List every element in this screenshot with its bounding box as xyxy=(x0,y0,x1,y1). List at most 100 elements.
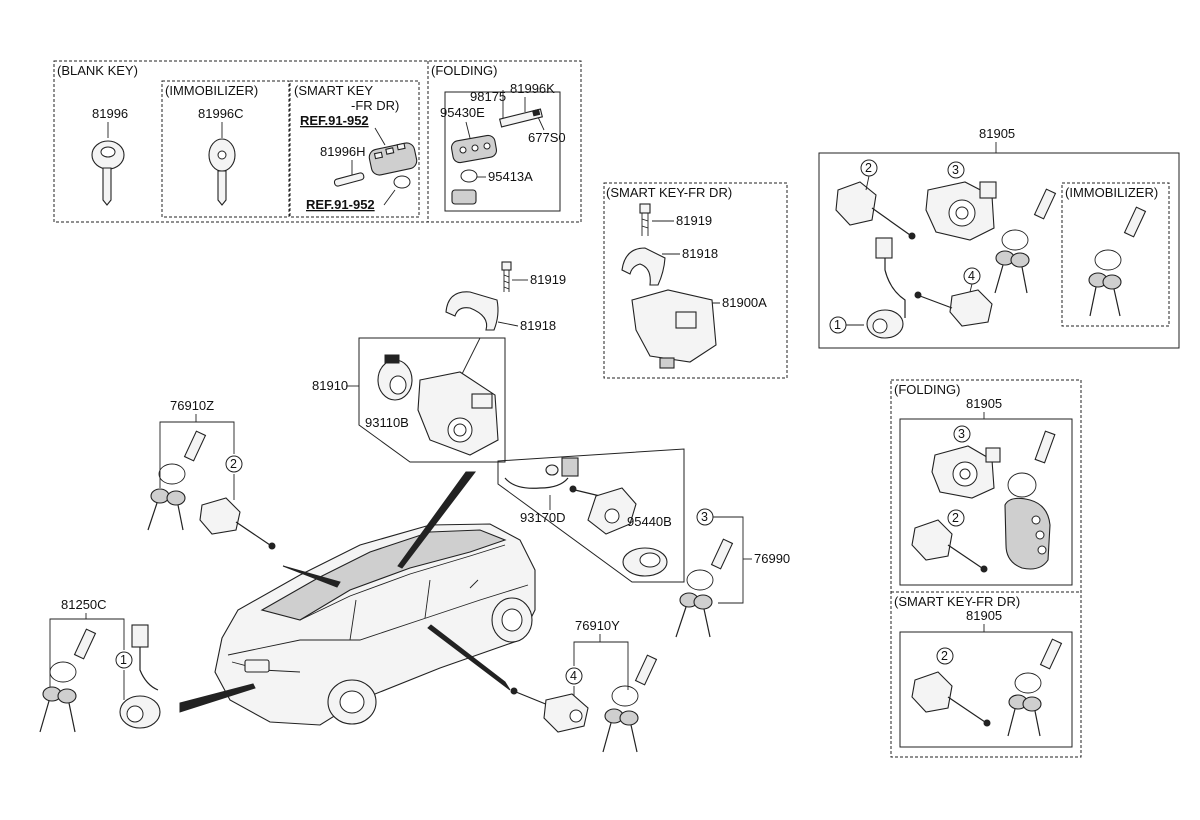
svg-text:2: 2 xyxy=(952,511,959,525)
door-lock-4-icon-top xyxy=(914,289,993,327)
svg-text:4: 4 xyxy=(968,269,975,283)
group-label-folding: (FOLDING) xyxy=(431,63,497,78)
emergency-key-icon xyxy=(333,172,365,187)
group-label-smart-key-fr-dr-right: (SMART KEY-FR DR) xyxy=(894,594,1020,609)
svg-text:4: 4 xyxy=(570,669,577,683)
key-cylinder-93110B-icon xyxy=(377,354,413,401)
pointer-wedge-76910Z xyxy=(282,565,341,588)
part-label-81918-center: 81918 xyxy=(520,318,556,333)
ref-label-1: REF.91-952 xyxy=(300,113,369,128)
part-label-81918-mid: 81918 xyxy=(682,246,718,261)
group-label-immobilizer-right: (IMMOBILIZER) xyxy=(1065,185,1158,200)
svg-text:3: 3 xyxy=(701,510,708,524)
key-blade-81996K-icon xyxy=(498,108,544,128)
key-set-icon-76910Y xyxy=(602,654,658,753)
door-lock-2-icon-smart xyxy=(911,671,991,727)
part-label-76990: 76990 xyxy=(754,551,790,566)
group-label-smart-key-2: -FR DR) xyxy=(351,98,399,113)
pointer-wedge-81250C xyxy=(179,683,256,713)
part-label-81900A: 81900A xyxy=(722,295,767,310)
door-lock-2-icon-folding xyxy=(911,519,988,573)
part-label-81910: 81910 xyxy=(312,378,348,393)
callout-circle-2-76910Z: 2 xyxy=(225,455,243,473)
key-set-icon-81250C xyxy=(39,628,97,733)
part-label-95440B: 95440B xyxy=(627,514,672,529)
svg-text:1: 1 xyxy=(120,653,127,667)
svg-text:2: 2 xyxy=(865,161,872,175)
ref-label-2: REF.91-952 xyxy=(306,197,375,212)
lock-set-box xyxy=(818,152,1180,349)
trunk-lock-1-icon-top xyxy=(866,237,906,339)
part-label-81919-center: 81919 xyxy=(530,272,566,287)
callout-circle-4-76910Y: 4 xyxy=(565,667,583,685)
key-groups-frame xyxy=(53,60,582,223)
screw-icon-mid xyxy=(639,203,651,236)
part-label-81996: 81996 xyxy=(92,106,128,121)
svg-text:3: 3 xyxy=(958,427,965,441)
callout-circle-1-top: 1 xyxy=(829,316,847,334)
pointer-wedge-76910Y xyxy=(427,624,511,691)
svg-text:2: 2 xyxy=(230,457,237,471)
folding-smart-outer-box xyxy=(890,379,1082,758)
shroud-bracket-icon-mid xyxy=(621,247,666,286)
part-label-81905-smart: 81905 xyxy=(966,608,1002,623)
immobilizer-key-icon xyxy=(208,138,236,206)
key-ring-icon xyxy=(393,175,411,189)
ignition-lock-body-icon xyxy=(417,371,499,456)
pointer-wedge-81910 xyxy=(397,471,477,569)
group-label-folding-right: (FOLDING) xyxy=(894,382,960,397)
blank-key-icon xyxy=(91,140,125,206)
callout-circle-2-folding: 2 xyxy=(947,509,965,527)
smart-lock-cylinder-box xyxy=(497,448,685,583)
part-label-81905-folding: 81905 xyxy=(966,396,1002,411)
group-label-immobilizer: (IMMOBILIZER) xyxy=(165,83,258,98)
part-label-81996H: 81996H xyxy=(320,144,366,159)
callout-circle-3-76990: 3 xyxy=(696,508,714,526)
part-label-81905-top: 81905 xyxy=(979,126,1015,141)
group-label-smart-key-1: (SMART KEY xyxy=(294,83,373,98)
folding-inner-box xyxy=(444,91,561,212)
wire-harness-icon xyxy=(504,457,579,489)
part-label-81919-mid: 81919 xyxy=(676,213,712,228)
door-lock-2-icon-top xyxy=(835,181,916,240)
key-set-icon-76990 xyxy=(675,538,734,638)
smart-lock-set-box xyxy=(899,631,1073,748)
part-label-81250C: 81250C xyxy=(61,597,107,612)
part-label-81996C: 81996C xyxy=(198,106,244,121)
ignition-cylinder-3-icon-top xyxy=(925,181,997,241)
shroud-bracket-icon-center xyxy=(445,291,499,331)
callout-circle-3-top: 3 xyxy=(947,161,965,179)
cover-ring-icon xyxy=(622,547,668,577)
car-illustration xyxy=(214,523,536,726)
callout-circle-3-folding: 3 xyxy=(953,425,971,443)
smart-key-box xyxy=(289,80,420,218)
part-label-93170D: 93170D xyxy=(520,510,566,525)
part-label-95413A: 95413A xyxy=(488,169,533,184)
callout-circle-2-top: 2 xyxy=(860,159,878,177)
svg-text:2: 2 xyxy=(941,649,948,663)
key-set-icon-76910Z xyxy=(147,430,207,531)
ignition-cylinder-3-icon-folding xyxy=(931,445,1001,499)
folding-lock-set-box xyxy=(899,418,1073,586)
battery-icon xyxy=(460,169,478,183)
smart-key-set-icon-right xyxy=(1007,638,1063,737)
immobilizer-box xyxy=(161,80,290,218)
svg-text:1: 1 xyxy=(834,318,841,332)
immobilizer-key-box-right xyxy=(1061,182,1170,327)
ignition-assembly-box xyxy=(358,337,506,463)
folding-key-fob-icon-right xyxy=(1004,430,1056,570)
door-cylinder-icon-mid xyxy=(569,485,637,535)
fob-case-icon xyxy=(451,189,477,205)
smart-key-fob-icon xyxy=(368,142,418,176)
part-label-95430E: 95430E xyxy=(440,105,485,120)
part-label-76910Z: 76910Z xyxy=(170,398,214,413)
callout-circle-4-top: 4 xyxy=(963,267,981,285)
immobilizer-key-set-icon-right xyxy=(1088,206,1147,317)
part-label-98175: 98175 xyxy=(470,89,506,104)
svg-text:3: 3 xyxy=(952,163,959,177)
screw-icon-center xyxy=(501,261,512,292)
group-label-smart-key-fr-dr: (SMART KEY-FR DR) xyxy=(606,185,732,200)
smart-key-fr-dr-box xyxy=(603,182,788,379)
folding-key-fob-icon xyxy=(450,121,498,164)
